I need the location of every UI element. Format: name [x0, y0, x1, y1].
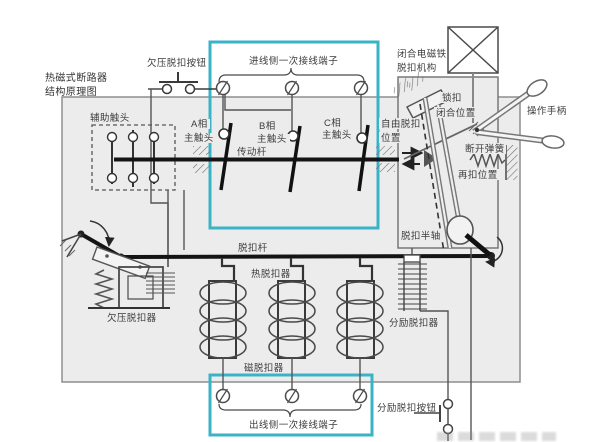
label-auxiliary-contact: 辅助触头 — [90, 112, 130, 124]
label-outgoing-terminals: 出线侧一次接线端子 — [249, 419, 338, 431]
handle-knob-up[interactable] — [524, 77, 550, 100]
shunt-trip-button-symbol[interactable] — [414, 398, 454, 435]
outgoing-terminals-group — [215, 388, 368, 418]
operating-handle-group[interactable] — [472, 77, 565, 150]
uv-spring — [93, 269, 115, 309]
label-opening-spring: 断开弹簧 — [465, 143, 505, 155]
button-feed-wire — [224, 89, 291, 111]
link-rod — [403, 123, 478, 160]
mechanism-internals — [391, 71, 565, 268]
outgoing-brace — [218, 403, 362, 418]
phase-a-contact — [218, 128, 230, 140]
label-closing-magnet-2: 脱扣机构 — [397, 62, 437, 74]
label-latch: 锁扣 — [442, 92, 462, 104]
free-trip-rod-dashed — [419, 103, 445, 253]
diagram-title-line1: 热磁式断路器 — [45, 71, 107, 84]
label-relatch-position: 再扣位置 — [458, 169, 498, 181]
label-magnetic-release: 磁脱扣器 — [244, 362, 284, 374]
drive-rod-group — [114, 146, 437, 173]
phase-c-contact — [356, 132, 368, 144]
outgoing-terminal-highlight-box — [208, 373, 374, 437]
label-closed-position: 闭合位置 — [436, 107, 476, 119]
release-coils-group — [199, 258, 384, 389]
label-incoming-terminals: 进线侧一次接线端子 — [249, 55, 338, 67]
undervoltage-release-group — [88, 246, 175, 309]
label-phase-a-2: 主触头 — [184, 132, 214, 144]
label-phase-c-2: 主触头 — [322, 129, 352, 141]
label-backgrounds — [182, 92, 506, 373]
spring-anchor-wall — [506, 145, 518, 180]
label-trip-half-shaft: 脱扣半轴 — [401, 230, 441, 242]
label-free-trip-1: 自由脱扣 — [381, 118, 421, 130]
opening-spring-symbol — [469, 151, 506, 169]
label-shunt-release: 分励脱扣器 — [389, 317, 439, 329]
rotation-arrow-right — [485, 236, 504, 268]
rotation-arrow-left — [89, 220, 115, 247]
rod-tip-joint — [424, 150, 437, 167]
uv-coil — [146, 272, 175, 294]
label-thermal-release: 热脱扣器 — [251, 268, 291, 280]
label-trip-rod: 脱扣杆 — [238, 242, 268, 254]
shunt-button-wire — [420, 310, 449, 399]
label-undervoltage-release: 欠压脱扣器 — [107, 312, 157, 324]
label-shunt-trip-button: 分励脱扣按钮 — [377, 402, 437, 414]
undervoltage-trip-button-symbol[interactable] — [148, 72, 225, 95]
incoming-terminals-group — [215, 67, 369, 133]
shunt-release-group — [398, 248, 472, 441]
label-phase-a-1: A相 — [191, 118, 208, 130]
label-drive-rod: 传动杆 — [237, 146, 267, 158]
label-operating-handle: 操作手柄 — [527, 105, 567, 117]
label-phase-b-1: B相 — [259, 120, 276, 132]
handle-pivot — [474, 127, 480, 133]
label-closing-magnet-1: 闭合电磁铁 — [397, 48, 447, 60]
label-phase-c-1: C相 — [324, 117, 341, 129]
label-phase-b-2: 主触头 — [257, 133, 287, 145]
label-uv-button: 欠压脱扣按钮 — [147, 57, 207, 69]
half-shaft-lever — [464, 233, 492, 257]
watermark-artifact — [437, 432, 556, 441]
closing-electromagnet-symbol — [447, 26, 499, 74]
shunt-coil — [398, 263, 427, 310]
incoming-brace — [218, 67, 365, 83]
handle-knob-down[interactable] — [541, 135, 565, 150]
diagram-title-line2: 结构原理图 — [45, 85, 97, 98]
main-contacts-group — [218, 122, 370, 193]
label-free-trip-2: 位置 — [381, 132, 401, 144]
